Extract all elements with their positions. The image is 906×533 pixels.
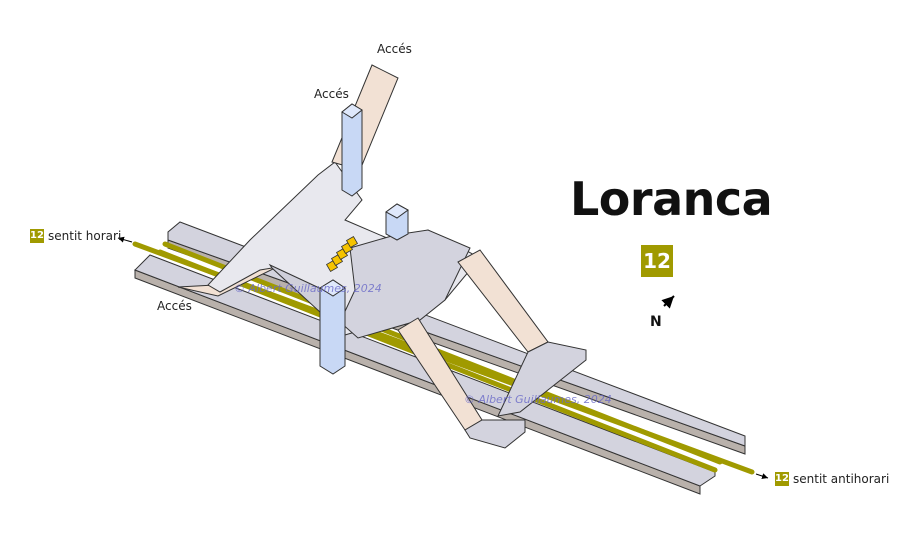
direction-left: 12 sentit horari <box>30 229 121 243</box>
ramp-right <box>457 249 587 417</box>
ramp-lower <box>397 317 526 449</box>
station-title: Loranca <box>570 172 773 226</box>
arrow-left-icon <box>117 236 133 243</box>
north-arrow-icon <box>661 295 675 309</box>
compass-label: N <box>650 314 662 330</box>
arrow-right-icon <box>755 473 769 479</box>
elevator-front <box>319 279 346 375</box>
elevator-mid <box>385 203 409 241</box>
ticket-gates <box>325 235 359 273</box>
direction-right-text: sentit antihorari <box>793 472 890 486</box>
direction-left-text: sentit horari <box>48 229 122 243</box>
right-hall <box>339 229 471 339</box>
direction-right: 12 sentit antihorari <box>775 472 889 486</box>
copyright-1: © Albert Guillaumes, 2024 <box>234 282 382 295</box>
line-badge-small-right: 12 <box>775 472 789 486</box>
copyright-2: © Albert Guillaumes, 2024 <box>464 393 612 406</box>
access-label-top-left: Accés <box>314 87 349 101</box>
access-label-top-right: Accés <box>377 42 412 56</box>
elevator-top <box>341 103 363 197</box>
line-badge: 12 <box>641 245 673 277</box>
access-label-left: Accés <box>157 299 192 313</box>
line-badge-small-left: 12 <box>30 229 44 243</box>
